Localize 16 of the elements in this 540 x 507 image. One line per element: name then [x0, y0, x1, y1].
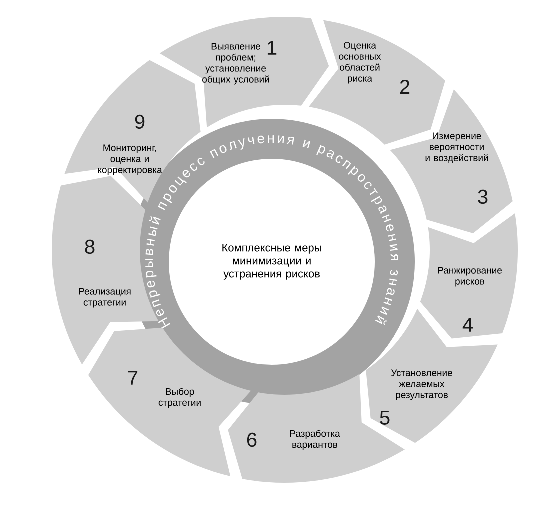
step-number: 4 — [462, 318, 473, 332]
node-label: Мониторинг, оценка и корректировка — [98, 144, 162, 176]
node-label: Разработка вариантов — [290, 430, 340, 450]
node-label: Выявление проблем; установление общих условий — [202, 43, 270, 85]
step-number: 9 — [135, 114, 145, 130]
step-number: 5 — [380, 411, 390, 425]
node-label: Реализация стратегии — [79, 288, 131, 308]
step-number: 1 — [268, 41, 277, 55]
step-number: 7 — [128, 371, 138, 385]
step-number: 8 — [85, 240, 95, 254]
centre-text: Комплексные меры минимизации и устранения рисков — [222, 244, 322, 280]
step-number: 3 — [478, 190, 488, 204]
node-label: Ранжирование рисков — [438, 267, 502, 287]
node-label: Оценка основных областей риска — [339, 42, 382, 84]
chevron-segment: Ранжирование рисков 4 — [420, 214, 518, 339]
chevron-segment: Выявление проблем; установление общих условий 1 — [160, 17, 330, 128]
